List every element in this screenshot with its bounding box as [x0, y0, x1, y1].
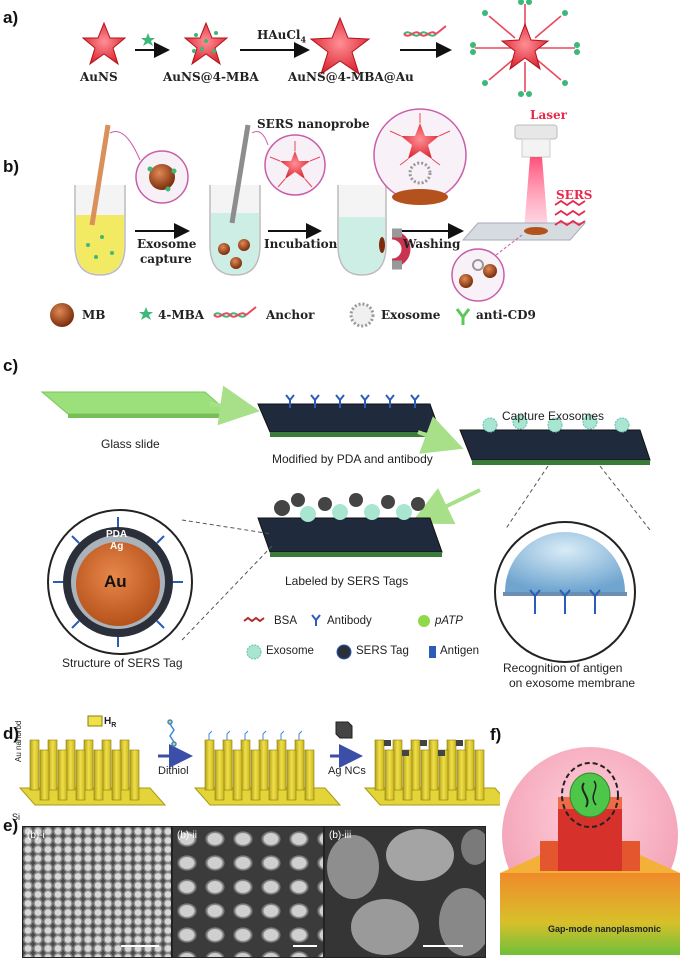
au-core [76, 542, 160, 626]
sers-nanoprobe-title: SERS nanoprobe [257, 117, 370, 131]
recognition-label-2: on exosome membrane [509, 676, 636, 690]
legend-bsa-label: BSA [274, 615, 298, 627]
sem-image-ii: (b)-ii [172, 826, 324, 958]
sers-tags-on-slide [274, 493, 425, 522]
gap-region-outline [561, 762, 619, 828]
au-nanorod-side-label: Au nanorod [14, 720, 23, 762]
scale-bar-iii [423, 945, 463, 947]
exosome-membrane [505, 532, 625, 592]
captured-exosomes [482, 414, 630, 433]
scale-bar-ii [293, 945, 317, 947]
exosome-legend-icon [349, 302, 375, 328]
nanorod-array-1 [18, 715, 167, 806]
legend-mba-label: 4-MBA [158, 308, 205, 322]
labeled-label: Labeled by SERS Tags [285, 574, 409, 588]
step-capture-label: capture [140, 252, 192, 266]
exosome-c-legend-icon [246, 644, 262, 660]
exosome-f-icon [569, 772, 611, 818]
sem-label-iii: (b)-iii [329, 830, 352, 841]
legend-antibody-label: Antibody [327, 615, 372, 627]
legend-antigen-label: Antigen [440, 645, 480, 657]
aunanostar-mba-label: AuNS@4-MBA [163, 70, 259, 84]
scale-bar-i [121, 945, 159, 947]
sem-image-iii: (b)-iii [324, 826, 486, 958]
legend-sers-tag-label: SERS Tag [356, 645, 409, 657]
ag-nanocube-icon [335, 721, 353, 739]
glass-slide-label: Glass slide [101, 437, 160, 451]
panel-a-label: a) [3, 8, 19, 27]
anchor-legend-icon [213, 306, 257, 318]
detection-zoom-circle [451, 248, 505, 302]
glass-slide [40, 391, 232, 415]
panel-d-label: d) [3, 724, 20, 743]
step-incubation-label: Incubation [264, 237, 338, 251]
step-exosome-label: Exosome [137, 237, 197, 251]
aunanostar-icon [81, 21, 127, 66]
anchor-dna-icon [403, 25, 447, 37]
antigen-legend-icon [429, 646, 436, 658]
panel-b-label: b) [3, 157, 20, 176]
tube-2 [209, 124, 261, 276]
sers-substrate [461, 222, 587, 241]
panel-f-diagram [500, 745, 680, 955]
sem-grains [327, 829, 485, 956]
mb-legend-icon [50, 303, 74, 327]
bsa-legend-icon [243, 616, 265, 623]
laser-head [514, 124, 558, 140]
panel-e-label: e) [3, 816, 19, 835]
dithiol-icon [167, 719, 177, 747]
recognition-label-1: Recognition of antigen [503, 661, 623, 675]
dithiol-label: Dithiol [158, 765, 189, 777]
ag-label: Ag [110, 541, 124, 552]
legend-anchor-label: Anchor [266, 308, 315, 322]
laser-label: Laser [530, 108, 567, 122]
legend-anti-cd9-label: anti-CD9 [476, 308, 536, 322]
sers-signal-label: SERS [556, 188, 593, 202]
legend-exosome-label: Exosome [381, 308, 441, 322]
mba-icon [141, 33, 155, 46]
au-label: Au [104, 572, 127, 591]
aunanostar-label: AuNS [80, 70, 118, 84]
tube-1 [74, 124, 126, 276]
sem-label-ii: (b)-ii [177, 830, 197, 841]
panel-c-diagram [40, 385, 651, 663]
mba-legend-icon [139, 307, 153, 320]
legend-patp-label: pATP [435, 615, 463, 627]
hr-label: HR [104, 716, 117, 729]
sers-nanoprobe-icon [470, 0, 580, 97]
legend-mb-label: MB [82, 308, 106, 322]
gap-mode-caption: Gap-mode nanoplasmonic [548, 924, 662, 934]
pda-label: PDA [106, 529, 128, 540]
legend-exosome-c-label: Exosome [266, 645, 314, 657]
patp-legend-icon [418, 615, 430, 627]
modified-slide [257, 403, 441, 433]
capture-slide [459, 429, 651, 461]
reagent-label: HAuCl4 [257, 28, 307, 45]
sem-label-i: (b)-i [27, 830, 45, 841]
nanorod-array-3 [363, 739, 512, 806]
labeled-slide [257, 517, 443, 553]
sem-image-i: (b)-i [22, 826, 172, 958]
panel-d-diagram [18, 715, 512, 806]
si-label: Si [12, 812, 21, 822]
aunanostar-mba-icon [183, 21, 229, 66]
step-washing-label: Washing [403, 237, 461, 251]
laser-beam [524, 157, 548, 230]
aunanostar-mba-au-label: AuNS@4-MBA@Au [288, 70, 414, 84]
panel-a-diagram [81, 0, 580, 97]
panel-b-diagram [50, 108, 587, 328]
structure-label: Structure of SERS Tag [62, 656, 183, 670]
panel-f-label: f) [490, 725, 502, 744]
aunanostar-mba-au-icon [309, 16, 371, 76]
ag-ncs-label: Ag NCs [328, 765, 366, 777]
tube-3 [337, 185, 411, 276]
modified-label: Modified by PDA and antibody [272, 452, 433, 466]
nanorod-array-2 [193, 730, 342, 806]
antibody-legend-icon [311, 614, 321, 626]
anti-cd9-legend-icon [455, 308, 471, 325]
sers-tag-legend-icon [336, 644, 352, 660]
capture-label: Capture Exosomes [502, 409, 605, 423]
panel-c-label: c) [3, 356, 19, 375]
